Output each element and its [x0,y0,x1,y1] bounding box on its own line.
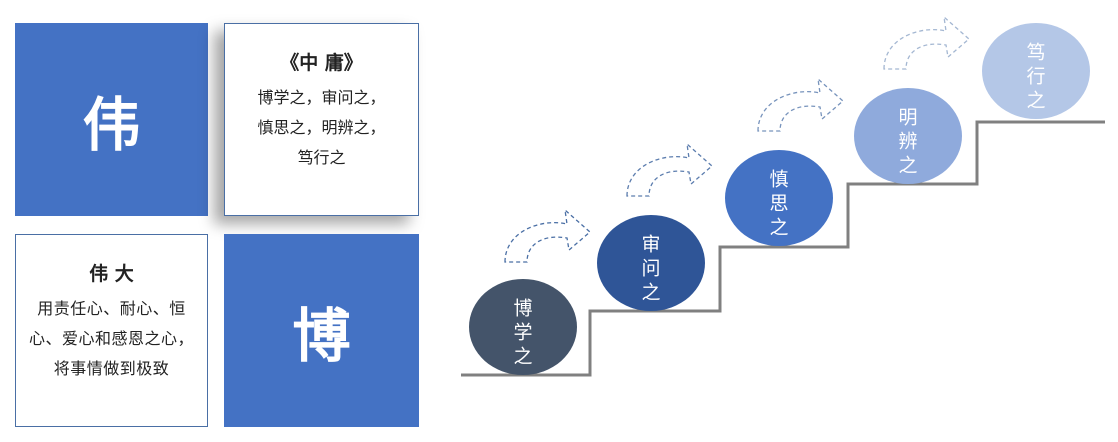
step-circle-4: 明辨之 [854,88,962,184]
step-label-char: 之 [1026,90,1045,112]
dashed-arrow-3 [757,77,844,132]
tile-weida: 伟 大 用责任心、耐心、恒 心、爱心和感恩之心， 将事情做到极致 [15,234,208,427]
dashed-arrow-1 [504,208,591,263]
step-label-char: 博 [513,298,532,320]
step-label-char: 慎 [769,169,788,191]
weida-line: 用责任心、耐心、恒 [37,299,186,318]
dashed-arrow-2 [626,142,713,197]
tile-bo-char: 博 [292,301,351,370]
step-label-char: 之 [769,217,788,239]
step-circle-1: 博学之 [469,279,577,375]
weida-title: 伟 大 [89,263,134,285]
step-circle-2: 审问之 [597,215,705,311]
step-label-char: 思 [769,193,788,215]
step-label-char: 审 [641,234,660,256]
tile-wei-char: 伟 [82,90,141,159]
dashed-arrow-4 [883,15,970,70]
step-label-char: 笃 [1026,42,1045,64]
weida-line: 将事情做到极致 [53,359,170,378]
step-circle-shape [597,215,705,311]
step-circle-shape [982,23,1090,119]
step-label-char: 问 [641,258,660,280]
step-circle-3: 慎思之 [725,150,833,246]
tile-zhongyong: 《中 庸》 博学之，审问之， 慎思之，明辨之， 笃行之 [224,23,419,216]
zhongyong-line: 慎思之，明辨之， [257,118,386,137]
zhongyong-line: 笃行之 [297,148,346,167]
step-label-char: 学 [513,322,532,344]
step-label-char: 之 [898,155,917,177]
staircase-line [461,120,1105,377]
step-circle-shape [469,279,577,375]
step-label-char: 行 [1026,66,1045,88]
weida-line: 心、爱心和感恩之心， [28,329,194,348]
step-circle-shape [854,88,962,184]
tile-wei: 伟 [15,23,208,216]
zhongyong-title: 《中 庸》 [280,52,363,74]
step-label-char: 之 [641,282,660,304]
step-label-char: 之 [513,346,532,368]
step-circle-5: 笃行之 [982,23,1090,119]
step-label-char: 辨 [898,131,917,153]
step-label-char: 明 [898,107,917,129]
zhongyong-line: 博学之，审问之， [257,88,386,107]
tile-bo: 博 [224,234,419,427]
step-circle-shape [725,150,833,246]
